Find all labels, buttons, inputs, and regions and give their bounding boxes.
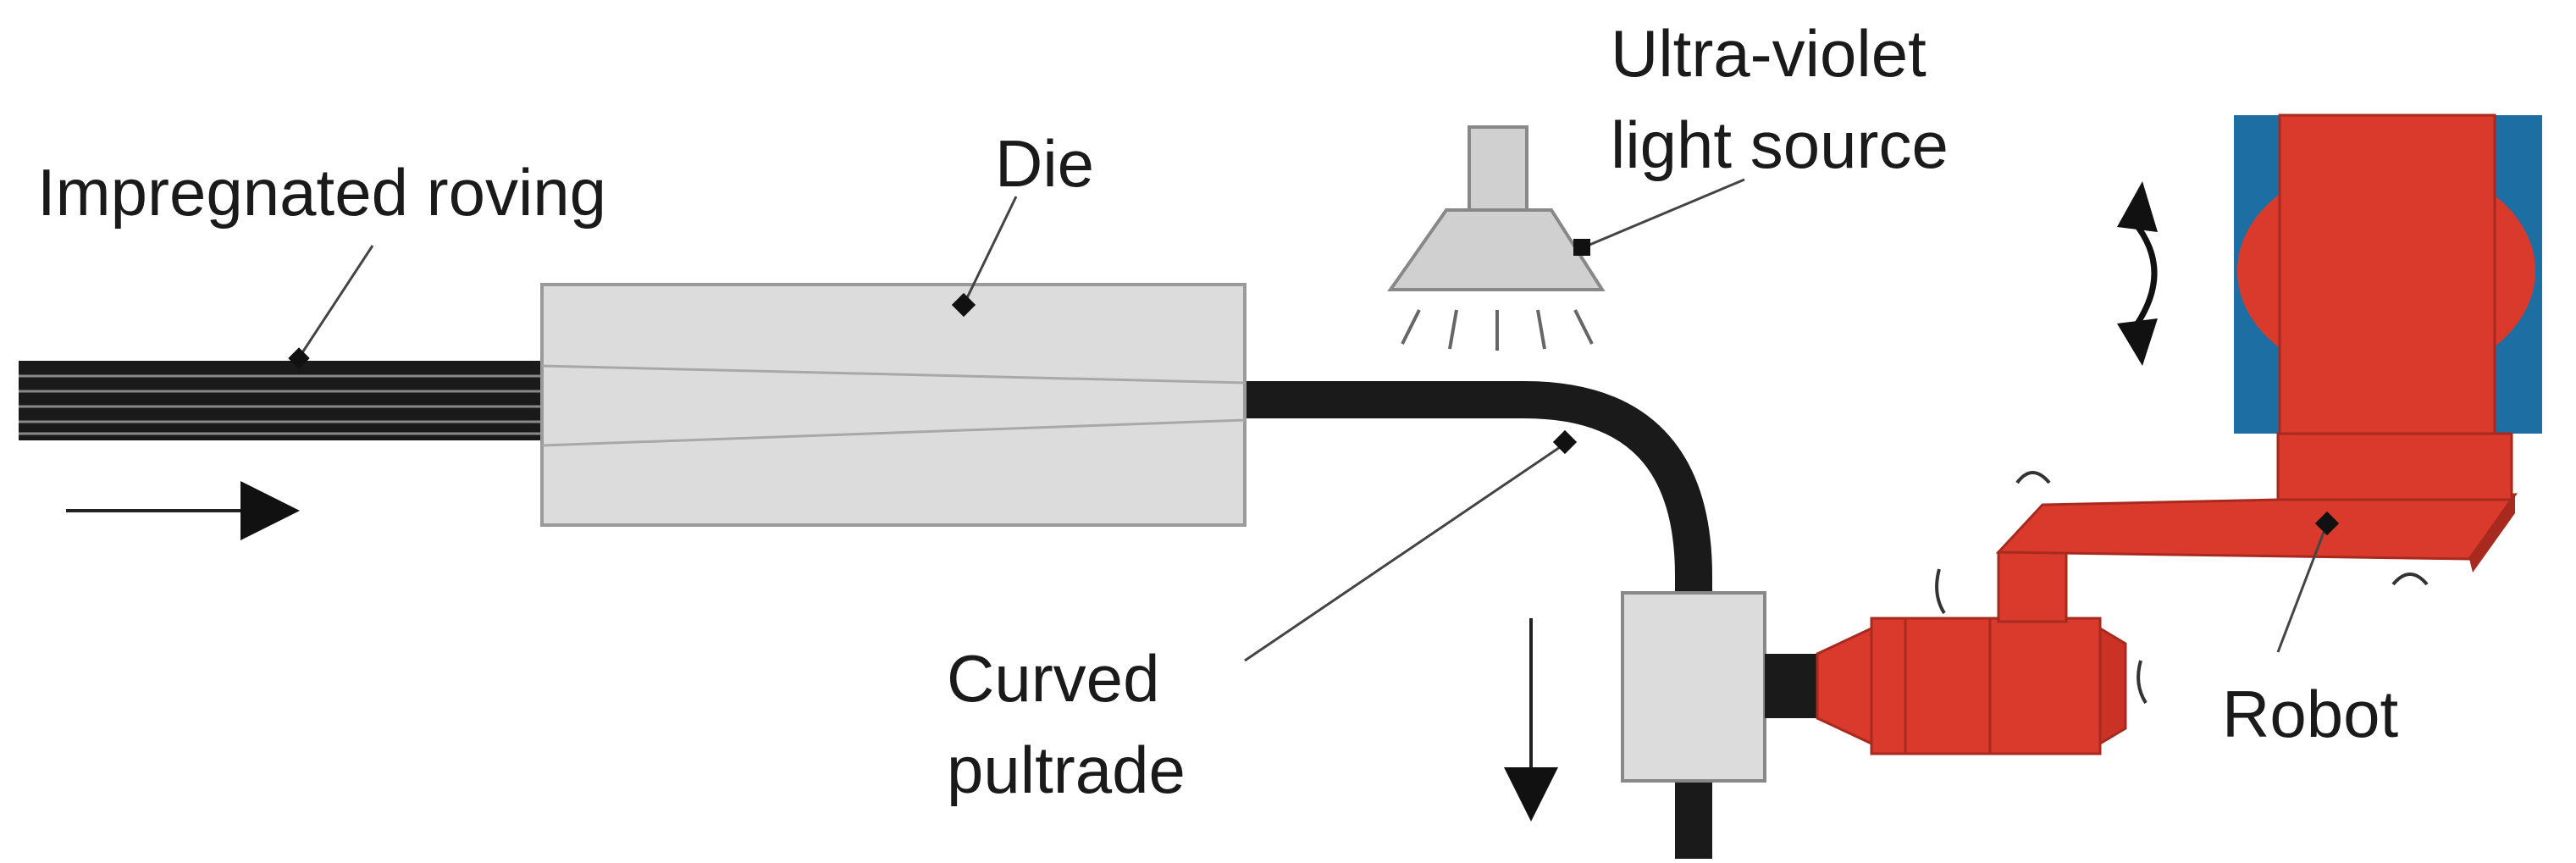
label-curved-pultrade-line1: Curved [947,641,1160,716]
die [540,283,1247,527]
gripper-block [1621,591,1817,783]
robot [1816,113,2542,755]
downward-arrow-icon [1504,618,1558,822]
label-uv-light-source-line1: Ultra-violet [1611,16,1926,91]
label-impregnated-roving: Impregnated roving [37,155,607,230]
leader-lines [296,178,2329,662]
label-die: Die [995,126,1095,201]
label-uv-light-source-line2: light source [1611,108,1949,182]
feed-arrow-icon [66,481,300,540]
label-robot: Robot [2222,677,2399,751]
label-curved-pultrade-line2: pultrade [947,733,1186,807]
impregnated-roving [19,361,544,440]
uv-light-source [1387,125,1606,351]
double-headed-curved-arrow-icon [2117,181,2158,366]
curved-pultrade [1245,381,1712,859]
leader-dots [288,239,2340,536]
rotation-arrow-icon [1935,471,2429,705]
